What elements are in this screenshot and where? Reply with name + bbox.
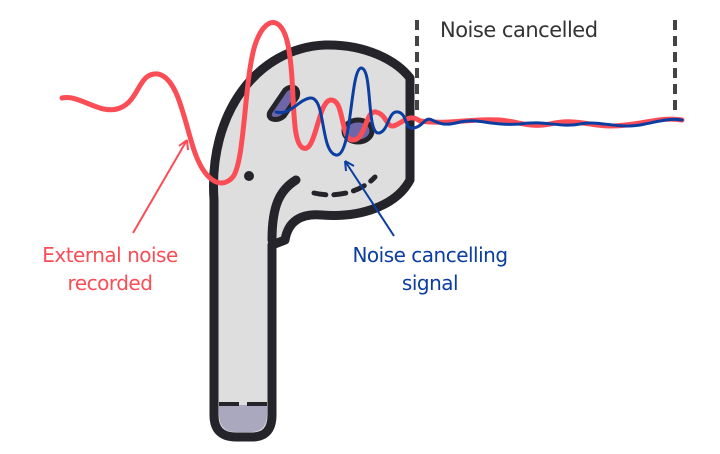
cancelling-signal-wave [274, 66, 684, 157]
earbud-tip [219, 405, 267, 432]
external-noise-arrow [132, 139, 189, 234]
stem-inner-edge [267, 175, 301, 245]
earbud-illustration [209, 40, 415, 442]
sensor-dot [244, 171, 254, 181]
external-noise-label-line2: recorded [67, 271, 153, 295]
cancelling-signal-arrow [344, 160, 395, 237]
cancelling-signal-label-line2: signal [401, 271, 459, 295]
external-noise-label-line1: External noise [42, 243, 178, 267]
cancelling-signal-label-line1: Noise cancelling [352, 243, 508, 267]
external-noise-label: External noise recorded [20, 241, 200, 297]
grille-dashes [311, 174, 378, 198]
noise-cancelled-label: Noise cancelled [440, 18, 598, 42]
external-noise-wave [59, 20, 685, 186]
cancelling-signal-label: Noise cancelling signal [330, 241, 530, 297]
